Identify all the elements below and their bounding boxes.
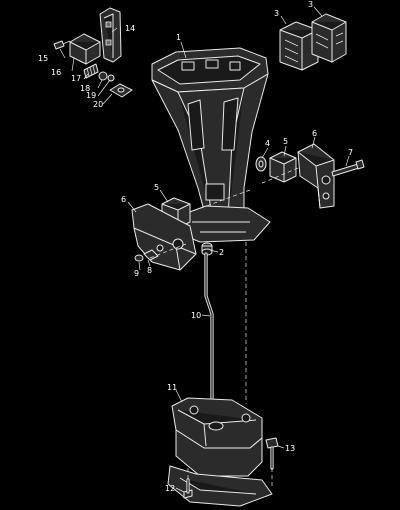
part-19-washer (107, 74, 115, 82)
callout-3-left: 3 (274, 9, 279, 18)
callout-15: 15 (38, 54, 48, 63)
part-12-bolt (183, 478, 193, 499)
part-2-grommet (201, 242, 213, 256)
part-11-lower-housing (167, 397, 273, 507)
callout-12: 12 (165, 484, 175, 493)
assembly-lines (149, 167, 299, 488)
callout-19: 19 (86, 91, 96, 100)
part-4-washer (255, 156, 267, 172)
callout-13: 13 (285, 444, 295, 453)
callout-labels: 1 2 3 3 4 5 5 6 6 7 8 9 10 11 12 13 14 1… (38, 0, 353, 493)
part-7-bolt (331, 159, 365, 177)
part-6-bracket-right (297, 143, 335, 209)
callout-16: 16 (51, 68, 61, 77)
callout-1: 1 (176, 33, 181, 42)
callout-14: 14 (125, 24, 135, 33)
part-20-plate (109, 83, 133, 98)
callout-10: 10 (191, 311, 201, 320)
part-1-driveshaft-housing (151, 47, 271, 243)
part-18-washer (98, 71, 108, 81)
callout-18: 18 (80, 84, 90, 93)
part-10-shift-rod (204, 252, 214, 442)
callout-2: 2 (219, 248, 224, 257)
callout-17: 17 (71, 74, 81, 83)
callout-4: 4 (265, 139, 270, 148)
part-15-screw (53, 40, 71, 50)
callout-20: 20 (93, 100, 103, 109)
callout-5-left: 5 (154, 183, 159, 192)
callout-9: 9 (134, 269, 139, 278)
part-16-block (69, 33, 101, 65)
callout-5-right: 5 (283, 137, 288, 146)
part-13-bolt (265, 437, 279, 470)
part-8-nut (143, 249, 159, 261)
callout-7: 7 (348, 148, 353, 157)
callout-6-left: 6 (121, 195, 126, 204)
part-5-rubber-right (269, 151, 297, 183)
callout-11: 11 (167, 383, 177, 392)
leader-lines (59, 6, 350, 493)
part-3-rubber-right (311, 13, 347, 63)
callout-3-right: 3 (308, 0, 313, 9)
part-9-washer (134, 254, 144, 262)
callout-8: 8 (147, 266, 152, 275)
callout-6-right: 6 (312, 129, 317, 138)
part-14-mount (99, 7, 122, 63)
